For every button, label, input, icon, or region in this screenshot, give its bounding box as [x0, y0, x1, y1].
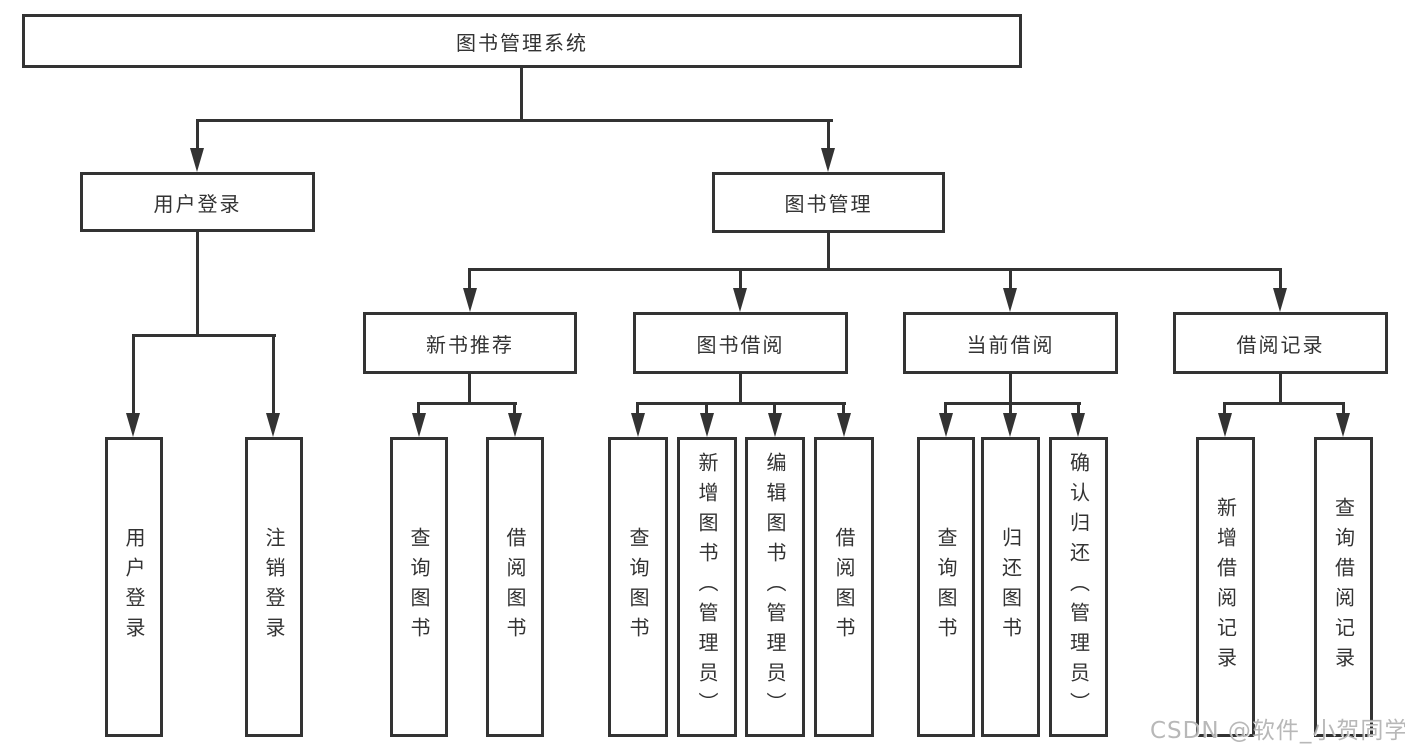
leaf-label: 查询图书: [407, 527, 431, 647]
arrow-down-icon: [412, 413, 426, 437]
connector-v: [132, 334, 135, 413]
leaf-return-books: 归还图书: [981, 437, 1040, 737]
arrow-down-icon: [1071, 413, 1085, 437]
connector-v: [1279, 268, 1282, 290]
connector-h: [636, 402, 846, 405]
leaf-query-borrow-record: 查询借阅记录: [1314, 437, 1373, 737]
node-user-login: 用户登录: [80, 172, 315, 232]
arrow-down-icon: [1003, 288, 1017, 312]
connector-v: [1279, 374, 1282, 405]
leaf-label: 查询图书: [934, 527, 958, 647]
leaf-borrow-books-2: 借阅图书: [814, 437, 874, 737]
connector-h: [944, 402, 1081, 405]
leaf-query-books-1: 查询图书: [390, 437, 448, 737]
connector-v: [944, 402, 947, 415]
arrow-down-icon: [631, 413, 645, 437]
connector-v: [1223, 402, 1226, 415]
connector-v: [773, 402, 776, 415]
connector-v: [196, 119, 199, 150]
leaf-label: 用户登录: [122, 527, 146, 647]
leaf-label: 确认归还（管理员）: [1066, 452, 1091, 722]
connector-h: [132, 334, 276, 337]
arrow-down-icon: [837, 413, 851, 437]
node-borrow-records: 借阅记录: [1173, 312, 1388, 374]
connector-v: [1077, 402, 1080, 415]
arrow-down-icon: [939, 413, 953, 437]
leaf-label: 注销登录: [262, 527, 286, 647]
connector-v: [636, 402, 639, 415]
leaf-label: 查询借阅记录: [1331, 497, 1356, 677]
leaf-label: 新增图书（管理员）: [695, 452, 719, 722]
arrow-down-icon: [1273, 288, 1287, 312]
leaf-add-borrow-record: 新增借阅记录: [1196, 437, 1255, 737]
arrow-down-icon: [1336, 413, 1350, 437]
node-current-borrow: 当前借阅: [903, 312, 1118, 374]
connector-v: [272, 334, 275, 413]
leaf-label: 借阅图书: [832, 527, 856, 647]
leaf-edit-book-admin: 编辑图书（管理员）: [745, 437, 805, 737]
connector-v: [520, 68, 523, 121]
connector-v: [739, 268, 742, 290]
leaf-user-login: 用户登录: [105, 437, 163, 737]
arrow-down-icon: [733, 288, 747, 312]
connector-v: [705, 402, 708, 415]
connector-v: [827, 119, 830, 150]
leaf-confirm-return-admin: 确认归还（管理员）: [1049, 437, 1108, 737]
leaf-logout: 注销登录: [245, 437, 303, 737]
connector-v: [1009, 402, 1012, 415]
arrow-down-icon: [266, 413, 280, 437]
connector-h: [1223, 402, 1345, 405]
node-library-system: 图书管理系统: [22, 14, 1022, 68]
connector-v: [468, 268, 471, 290]
arrow-down-icon: [126, 413, 140, 437]
connector-v: [1009, 268, 1012, 290]
arrow-down-icon: [508, 413, 522, 437]
leaf-label: 借阅图书: [503, 527, 527, 647]
connector-v: [513, 402, 516, 415]
leaf-query-books-3: 查询图书: [917, 437, 975, 737]
arrow-down-icon: [700, 413, 714, 437]
leaf-label: 查询图书: [626, 527, 650, 647]
leaf-label: 新增借阅记录: [1213, 497, 1238, 677]
arrow-down-icon: [190, 148, 204, 172]
node-book-management: 图书管理: [712, 172, 945, 233]
connector-v: [468, 374, 471, 405]
arrow-down-icon: [1218, 413, 1232, 437]
connector-v: [1009, 374, 1012, 405]
leaf-borrow-books-1: 借阅图书: [486, 437, 544, 737]
connector-h: [196, 119, 833, 122]
arrow-down-icon: [1003, 413, 1017, 437]
node-new-book-recommend: 新书推荐: [363, 312, 577, 374]
connector-v: [196, 232, 199, 336]
connector-h: [468, 268, 1282, 271]
connector-h: [417, 402, 517, 405]
node-book-borrow: 图书借阅: [633, 312, 848, 374]
connector-v: [417, 402, 420, 415]
leaf-query-books-2: 查询图书: [608, 437, 668, 737]
leaf-label: 编辑图书（管理员）: [763, 452, 787, 722]
leaf-label: 归还图书: [998, 527, 1023, 647]
arrow-down-icon: [821, 148, 835, 172]
arrow-down-icon: [463, 288, 477, 312]
connector-v: [1342, 402, 1345, 415]
csdn-watermark: CSDN @软件_小贺同学: [1150, 718, 1405, 744]
connector-v: [739, 374, 742, 405]
arrow-down-icon: [768, 413, 782, 437]
leaf-add-book-admin: 新增图书（管理员）: [677, 437, 737, 737]
connector-v: [827, 232, 830, 271]
connector-v: [842, 402, 845, 415]
